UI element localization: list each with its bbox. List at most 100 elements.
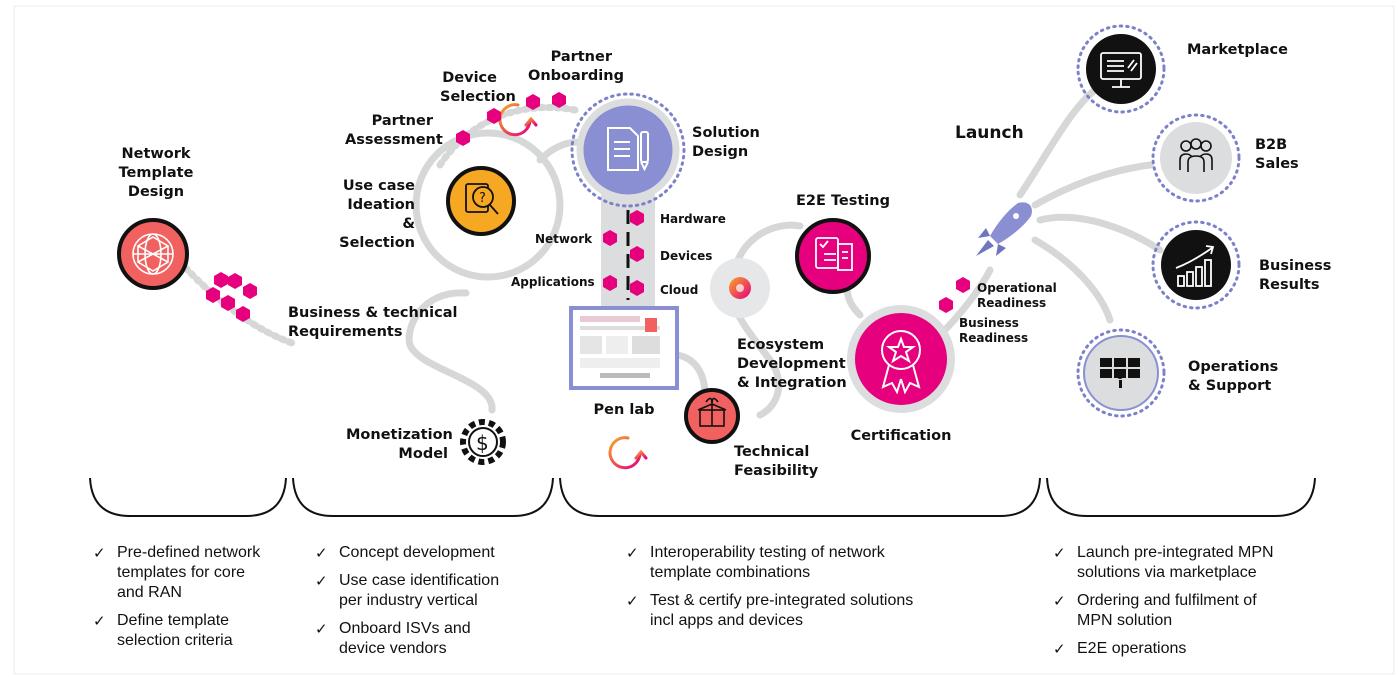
svg-text:?: ? — [479, 191, 486, 206]
list-item: E2E operations — [1053, 639, 1274, 659]
solution-design-label: Solution Design — [692, 125, 760, 160]
business-results-label: Business Results — [1259, 258, 1332, 293]
network-template-node — [117, 218, 189, 290]
hexagon — [603, 275, 617, 291]
monitor-icon — [1100, 52, 1142, 88]
hexagon — [526, 94, 540, 110]
network-globe-icon — [132, 233, 174, 275]
hardware-label: Hardware — [660, 212, 726, 226]
partner-onboarding-label: Partner Onboarding — [528, 49, 624, 84]
hexagon — [243, 283, 257, 299]
monetization-model-label: Monetization Model — [346, 427, 453, 462]
operations-support-node — [1076, 328, 1166, 418]
award-star-icon — [881, 330, 921, 395]
path-launch-operations — [1031, 236, 1114, 324]
solution-design-node — [570, 92, 686, 208]
path-launch-b2b — [1031, 161, 1154, 209]
hexagon — [206, 287, 220, 303]
hexagon — [603, 230, 617, 246]
business-readiness-label: Business Readiness — [959, 316, 1029, 345]
hexagon — [956, 277, 970, 293]
bracket-phase-2 — [292, 477, 554, 517]
solution-column — [601, 190, 655, 310]
operational-readiness-label: Operational Readiness — [977, 281, 1057, 310]
bracket-phase-4 — [1046, 477, 1316, 517]
hexagon — [630, 280, 644, 296]
path-launch-results — [1036, 213, 1164, 254]
hexagon — [939, 297, 953, 313]
people-icon — [1179, 138, 1213, 172]
marketplace-node — [1076, 24, 1166, 114]
video-wall-icon — [1100, 358, 1140, 388]
svg-text:$: $ — [476, 431, 489, 455]
list-item: Test & certify pre-integrated solutionsi… — [626, 591, 913, 631]
hexagon — [552, 92, 566, 108]
phase-3-list: Interoperability testing of networktempl… — [626, 543, 913, 639]
list-item: Interoperability testing of networktempl… — [626, 543, 913, 583]
applications-label: Applications — [511, 275, 595, 289]
hexagon — [630, 246, 644, 262]
checklist-icon — [815, 237, 853, 271]
usecase-ring — [412, 129, 564, 281]
hexagon — [228, 273, 242, 289]
network-label: Network — [535, 232, 593, 246]
frame-border — [13, 5, 1395, 675]
launch-label: Launch — [955, 123, 1024, 143]
pen-lab-thumbnail — [569, 306, 679, 390]
use-case-node: ? — [446, 166, 516, 236]
ecosystem-label: Ecosystem Development & Integration — [737, 337, 847, 391]
marketplace-label: Marketplace — [1187, 42, 1288, 58]
path-usecase-monetization — [405, 289, 496, 414]
device-selection-label: Device Selection — [440, 70, 516, 105]
technical-feasibility-label: Technical Feasibility — [734, 444, 819, 479]
rocket-icon — [976, 202, 1032, 256]
refresh-icon — [498, 103, 538, 137]
hexagon — [456, 130, 470, 146]
hexagon — [236, 306, 250, 322]
certification-label: Certification — [850, 428, 952, 444]
b2b-sales-node — [1151, 113, 1241, 203]
business-technical-requirements-label: Business & technical Requirements — [288, 305, 458, 340]
refresh-icon — [608, 436, 648, 470]
dollar-gear-icon: $ — [460, 419, 506, 465]
technical-feasibility-node — [684, 388, 740, 444]
dotted-path-requirements — [176, 258, 296, 347]
e2e-testing-node — [795, 218, 871, 294]
devices-label: Devices — [660, 249, 713, 263]
hexagon — [214, 272, 228, 288]
partner-assessment-label: Partner Assessment — [345, 113, 443, 148]
network-template-design-label: Network Template Design — [118, 146, 194, 200]
hexagon — [221, 295, 235, 311]
operations-support-label: Operations & Support — [1188, 359, 1279, 394]
phase-2-list: Concept development Use case identificat… — [315, 543, 499, 667]
business-results-node — [1151, 220, 1241, 310]
path-cert-launch — [936, 266, 994, 339]
path-penlab-box — [674, 351, 709, 399]
bracket-phase-1 — [89, 477, 287, 517]
hexagon — [630, 210, 644, 226]
growth-chart-icon — [1175, 245, 1215, 287]
hexagon — [487, 108, 501, 124]
magnifier-question-icon: ? — [465, 183, 499, 215]
gift-box-icon — [697, 397, 727, 427]
hexagon-markers — [206, 92, 970, 322]
certification-node — [847, 305, 955, 413]
document-pen-icon — [607, 127, 649, 172]
bracket-phase-3 — [559, 477, 1041, 517]
cloud-label: Cloud — [660, 283, 699, 297]
list-item: Concept development — [315, 543, 499, 563]
b2b-sales-label: B2B Sales — [1255, 137, 1299, 172]
phase-brackets — [89, 477, 1316, 517]
use-case-label: Use case Ideation & Selection — [339, 178, 415, 251]
pen-lab-label: Pen lab — [593, 402, 655, 418]
